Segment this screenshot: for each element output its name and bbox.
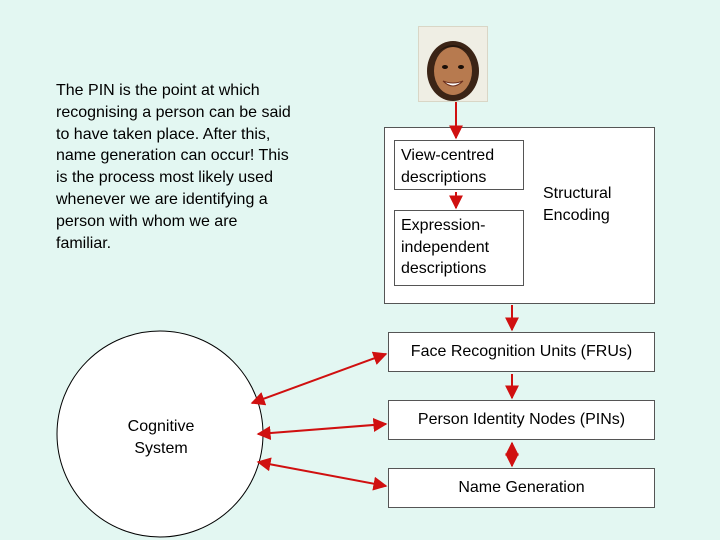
fru-label: Face Recognition Units (FRUs) <box>410 343 633 360</box>
name-generation-label: Name Generation <box>458 479 585 496</box>
intro-paragraph: The PIN is the point at which recognisin… <box>56 82 291 252</box>
expression-independent-box: Expression-independent descriptions <box>394 210 524 286</box>
arrow-pin-cognitive <box>256 418 388 440</box>
face-photo <box>418 26 488 102</box>
pin-box: Person Identity Nodes (PINs) <box>388 400 655 440</box>
face-illustration <box>419 27 487 101</box>
name-generation-box: Name Generation <box>388 468 655 508</box>
expression-independent-label: Expression-independent descriptions <box>401 217 490 277</box>
view-centred-label: View-centred descriptions <box>401 147 495 186</box>
arrow-name-cognitive <box>256 457 388 491</box>
pin-label: Person Identity Nodes (PINs) <box>417 411 626 428</box>
view-centred-box: View-centred descriptions <box>394 140 524 190</box>
structural-encoding-label: Structural Encoding <box>543 185 612 224</box>
cognitive-system-label: Cognitive System <box>127 418 195 457</box>
fru-box: Face Recognition Units (FRUs) <box>388 332 655 372</box>
arrow-fru-cognitive <box>250 351 388 406</box>
